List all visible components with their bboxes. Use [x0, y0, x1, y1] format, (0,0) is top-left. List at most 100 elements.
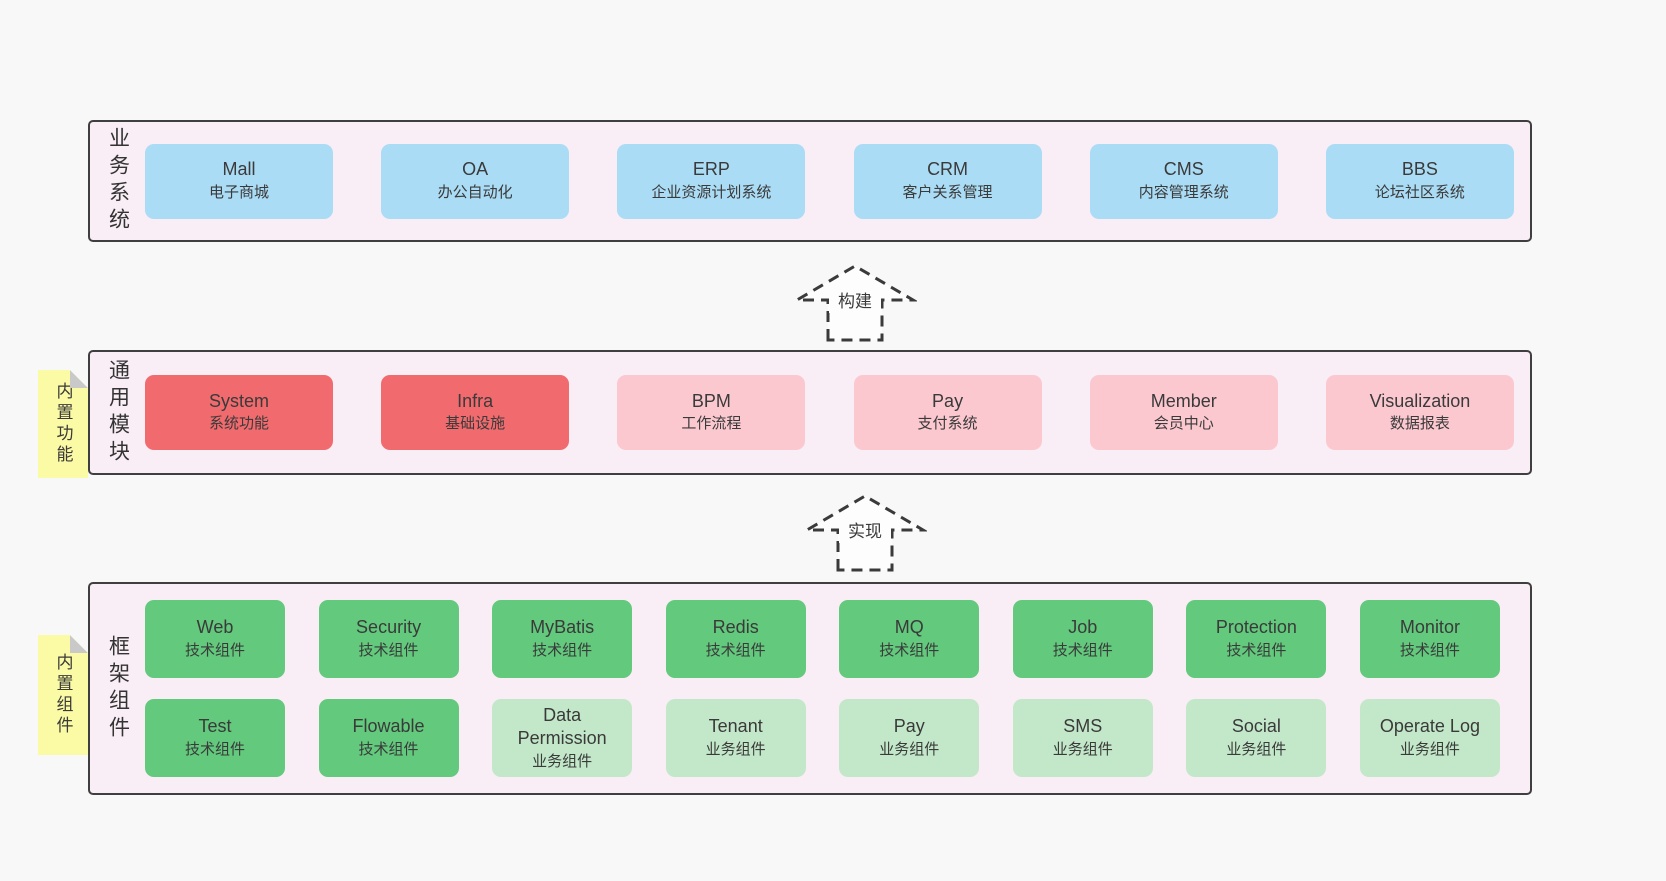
box-subtitle: 业务组件 — [705, 740, 766, 758]
sticky-note-text: 内置组件 — [53, 653, 73, 737]
box-mq: MQ 技术组件 — [839, 600, 980, 678]
layer-label-col: 通用模块 — [90, 352, 145, 473]
box-subtitle: 技术组件 — [705, 641, 766, 659]
box-protection: Protection 技术组件 — [1186, 600, 1327, 678]
box-title: MyBatis — [530, 617, 595, 638]
layer-label-col: 业务系统 — [90, 122, 145, 240]
layer-label-col: 框架组件 — [90, 584, 145, 793]
box-subtitle: 企业资源计划系统 — [651, 183, 772, 201]
box-title: Job — [1068, 617, 1098, 638]
box-subtitle: 技术组件 — [358, 740, 419, 758]
box-system: System 系统功能 — [145, 375, 333, 450]
box-title: BPM — [691, 390, 731, 411]
box-subtitle: 会员中心 — [1153, 415, 1214, 433]
box-test: Test 技术组件 — [145, 699, 285, 777]
box-subtitle: 客户关系管理 — [902, 183, 993, 201]
box-subtitle: 技术组件 — [1052, 641, 1113, 659]
box-subtitle: 办公自动化 — [437, 183, 513, 201]
sticky-note-builtin-features: 内置功能 — [38, 370, 88, 478]
box-subtitle: 支付系统 — [917, 415, 978, 433]
box-subtitle: 技术组件 — [1399, 641, 1460, 659]
sticky-note-builtin-components: 内置组件 — [38, 635, 88, 755]
box-member: Member 会员中心 — [1089, 375, 1278, 450]
arrow-label-bg — [829, 289, 881, 313]
box-title: BBS — [1401, 159, 1438, 180]
box-security: Security 技术组件 — [318, 600, 459, 678]
box-subtitle: 业务组件 — [879, 740, 940, 758]
box-title: System — [208, 390, 269, 411]
layer-framework-components: 框架组件 Web 技术组件 Security 技术组件 MyBatis 技术组件… — [88, 582, 1532, 795]
box-erp: ERP 企业资源计划系统 — [617, 143, 806, 219]
common-box-row: System 系统功能 Infra 基础设施 BPM 工作流程 Pay 支付系统… — [145, 352, 1530, 473]
box-title: Pay — [893, 716, 925, 737]
box-crm: CRM 客户关系管理 — [853, 143, 1042, 219]
box-subtitle: 基础设施 — [445, 415, 506, 433]
box-title: Security — [356, 617, 422, 638]
box-pay: Pay 支付系统 — [853, 375, 1042, 450]
box-title: MQ — [894, 617, 924, 638]
box-title: ERP — [692, 159, 730, 180]
business-box-row: Mall 电子商城 OA 办公自动化 ERP 企业资源计划系统 CRM 客户关系… — [145, 122, 1530, 240]
box-title: Pay — [932, 390, 964, 411]
box-subtitle: 业务组件 — [1226, 740, 1287, 758]
box-subtitle: 数据报表 — [1389, 415, 1450, 433]
box-sms: SMS 业务组件 — [1012, 699, 1153, 777]
box-subtitle: 业务组件 — [1052, 740, 1113, 758]
implement-arrow: 实现 — [803, 494, 927, 572]
arrow-label-build: 构建 — [838, 292, 872, 311]
sticky-note-text: 内置功能 — [53, 382, 73, 466]
box-visualization: Visualization 数据报表 — [1325, 375, 1514, 450]
framework-row-1: Web 技术组件 Security 技术组件 MyBatis 技术组件 Redi… — [145, 600, 1500, 678]
box-subtitle: 工作流程 — [681, 415, 742, 433]
box-mybatis: MyBatis 技术组件 — [492, 600, 633, 678]
arrow-label-bg — [839, 519, 891, 543]
box-title: Member — [1150, 390, 1217, 411]
box-pay-biz: Pay 业务组件 — [839, 699, 980, 777]
box-title: OA — [462, 159, 489, 180]
box-flowable: Flowable 技术组件 — [318, 699, 459, 777]
box-job: Job 技术组件 — [1012, 600, 1153, 678]
box-tenant: Tenant 业务组件 — [665, 699, 806, 777]
box-subtitle: 技术组件 — [532, 641, 593, 659]
box-data-permission: Data Permission 业务组件 — [492, 699, 633, 777]
layer-business-systems: 业务系统 Mall 电子商城 OA 办公自动化 ERP 企业资源计划系统 CRM… — [88, 120, 1532, 242]
box-oa: OA 办公自动化 — [381, 143, 570, 219]
box-subtitle: 技术组件 — [358, 641, 419, 659]
box-infra: Infra 基础设施 — [381, 375, 570, 450]
box-title: Mall — [222, 159, 256, 180]
box-bbs: BBS 论坛社区系统 — [1325, 143, 1514, 219]
box-title: Flowable — [352, 716, 425, 737]
box-subtitle: 技术组件 — [184, 740, 245, 758]
box-title: Monitor — [1399, 617, 1460, 638]
box-subtitle: 业务组件 — [532, 752, 593, 770]
box-subtitle: 技术组件 — [1226, 641, 1287, 659]
box-subtitle: 内容管理系统 — [1138, 183, 1229, 201]
box-title: Web — [196, 617, 234, 638]
box-bpm: BPM 工作流程 — [617, 375, 806, 450]
box-title: Infra — [457, 390, 494, 411]
box-subtitle: 业务组件 — [1399, 740, 1460, 758]
box-redis: Redis 技术组件 — [665, 600, 806, 678]
box-title: Data Permission — [517, 704, 607, 749]
box-title: CRM — [927, 159, 969, 180]
box-web: Web 技术组件 — [145, 600, 285, 678]
framework-box-grid: Web 技术组件 Security 技术组件 MyBatis 技术组件 Redi… — [145, 584, 1530, 793]
box-subtitle: 技术组件 — [879, 641, 940, 659]
box-social: Social 业务组件 — [1186, 699, 1327, 777]
box-cms: CMS 内容管理系统 — [1089, 143, 1278, 219]
box-operate-log: Operate Log 业务组件 — [1359, 699, 1500, 777]
box-subtitle: 电子商城 — [208, 183, 269, 201]
layer-common-modules: 通用模块 System 系统功能 Infra 基础设施 BPM 工作流程 Pay… — [88, 350, 1532, 475]
box-monitor: Monitor 技术组件 — [1359, 600, 1500, 678]
build-arrow: 构建 — [793, 264, 917, 342]
layer-business-systems-label: 业务系统 — [106, 127, 130, 235]
box-title: SMS — [1063, 716, 1103, 737]
box-title: Test — [198, 716, 232, 737]
box-title: Social — [1231, 716, 1281, 737]
box-title: Operate Log — [1379, 716, 1480, 737]
framework-row-2: Test 技术组件 Flowable 技术组件 Data Permission … — [145, 699, 1500, 777]
arrow-label-implement: 实现 — [848, 522, 882, 541]
layer-framework-components-label: 框架组件 — [106, 634, 130, 743]
box-title: Visualization — [1369, 390, 1471, 411]
